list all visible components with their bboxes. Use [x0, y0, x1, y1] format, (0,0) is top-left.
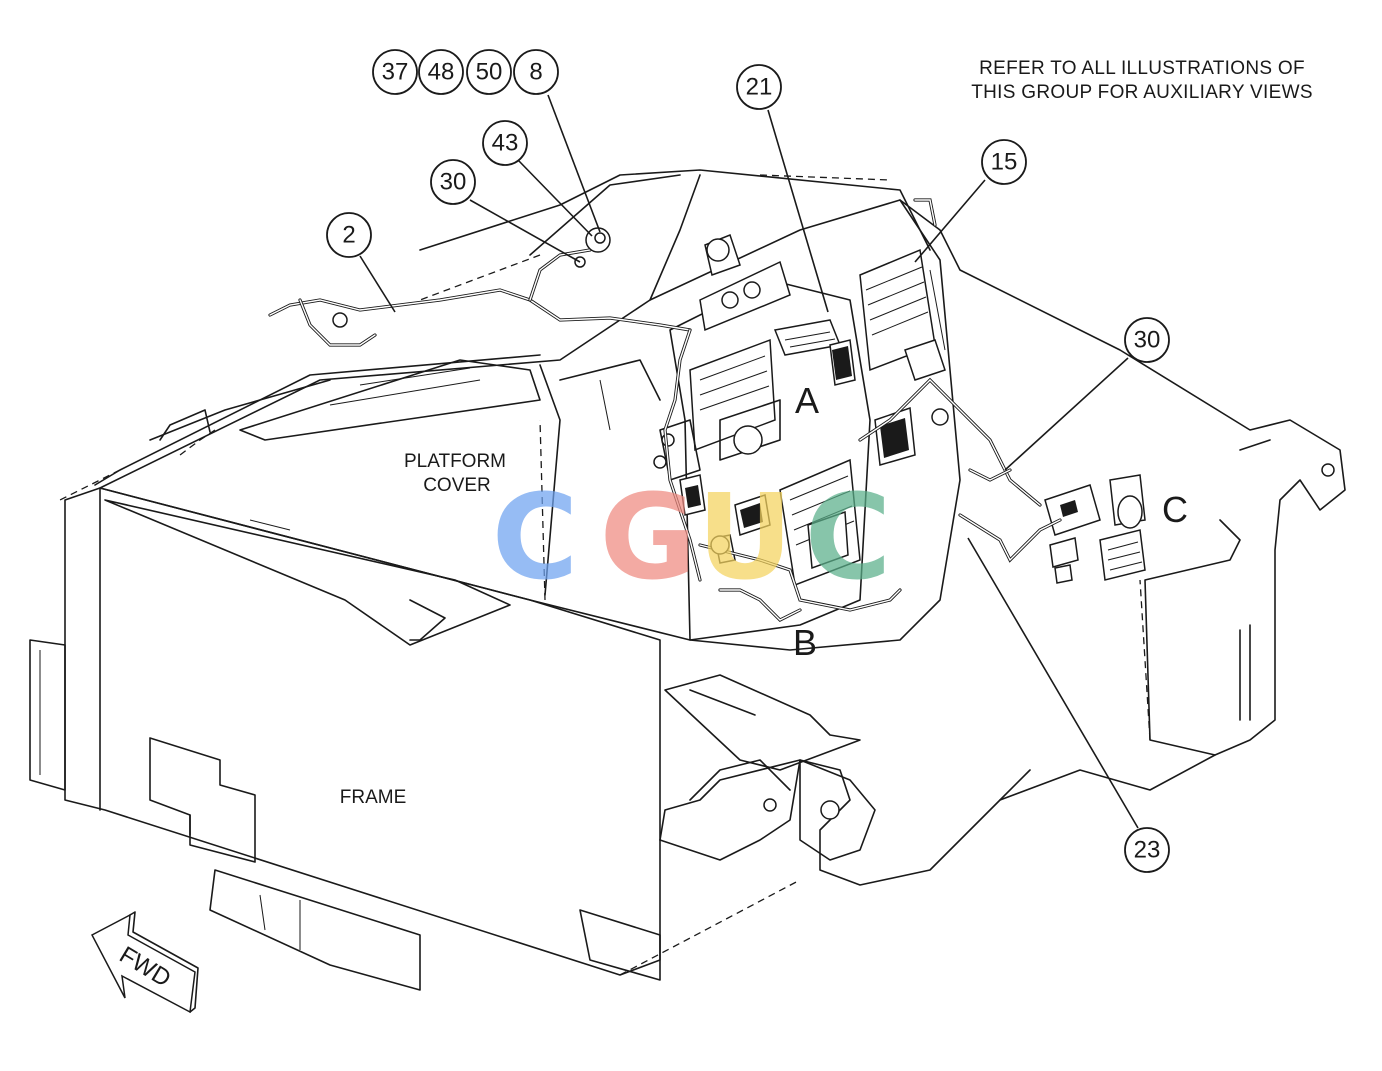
callout-30-top-label: 30 — [440, 169, 467, 196]
note-line-1: REFER TO ALL ILLUSTRATIONS OF — [979, 58, 1305, 79]
callout-48: 48 — [418, 49, 464, 95]
callout-37-label: 37 — [382, 59, 409, 86]
callout-37: 37 — [372, 49, 418, 95]
callout-21: 21 — [736, 64, 782, 110]
control-panel — [653, 234, 871, 641]
wiring-harness — [268, 198, 1062, 622]
callout-23-label: 23 — [1134, 837, 1161, 864]
callout-50: 50 — [466, 49, 512, 95]
watermark-letter-3: U — [697, 468, 793, 606]
watermark-letter-4: C — [805, 468, 892, 606]
callout-2-label: 2 — [342, 222, 355, 249]
callout-30-top: 30 — [430, 159, 476, 205]
callout-8-label: 8 — [529, 59, 542, 86]
platform-cover-label-line-1: PLATFORM — [404, 451, 506, 472]
watermark-letter-1: C — [492, 468, 579, 606]
callout-43: 43 — [482, 120, 528, 166]
callout-50-label: 50 — [476, 59, 503, 86]
platform-cover — [59, 169, 961, 651]
callout-43-label: 43 — [492, 130, 519, 157]
view-label-c: C — [1162, 489, 1188, 530]
view-label-a: A — [795, 380, 819, 421]
callout-48-label: 48 — [428, 59, 455, 86]
view-label-b: B — [793, 622, 817, 663]
frame-label: FRAME — [340, 787, 407, 808]
callout-30-right: 30 — [1124, 317, 1170, 363]
callout-30-right-label: 30 — [1134, 327, 1161, 354]
view-c-components — [1044, 474, 1146, 584]
note-line-2: THIS GROUP FOR AUXILIARY VIEWS — [971, 82, 1313, 103]
platform-cover-label-line-2: COVER — [423, 475, 491, 496]
callout-8: 8 — [513, 49, 559, 95]
callout-2: 2 — [326, 212, 372, 258]
watermark-letter-2: G — [600, 468, 697, 606]
control-module-15 — [859, 248, 946, 466]
watermark: C G U C — [492, 468, 892, 606]
callout-23: 23 — [1124, 827, 1170, 873]
right-bracket — [619, 199, 1346, 976]
callout-15-label: 15 — [991, 149, 1018, 176]
callout-15: 15 — [981, 139, 1027, 185]
forward-arrow: FWD — [90, 911, 199, 1014]
callout-21-label: 21 — [746, 74, 773, 101]
leader-lines — [359, 94, 1139, 829]
electronic-control-module — [779, 458, 861, 587]
